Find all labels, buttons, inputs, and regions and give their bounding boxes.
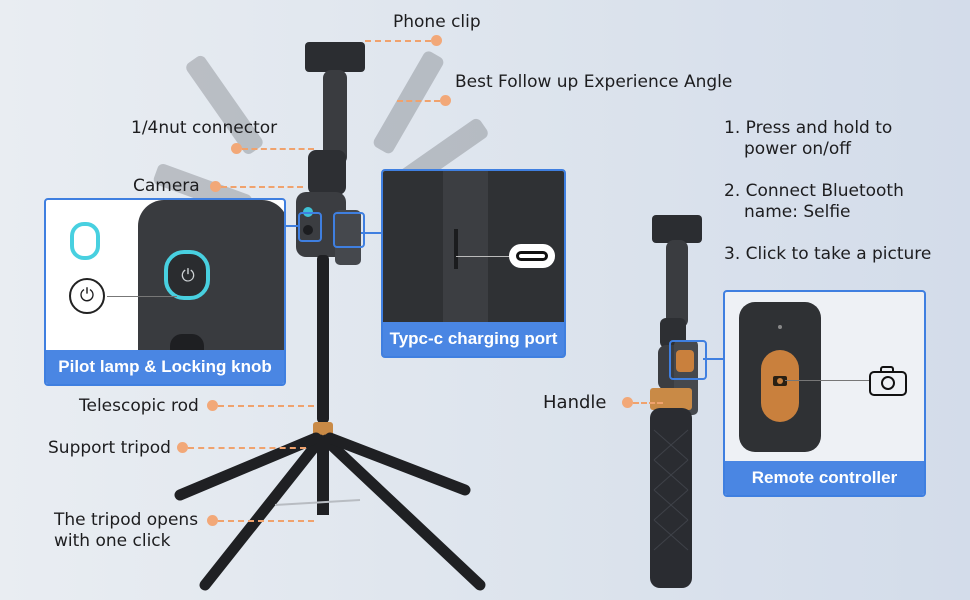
power-icon: ⏻ xyxy=(69,278,105,314)
remote-connector-line xyxy=(703,358,723,360)
instructions: 1. Press and hold to power on/off 2. Con… xyxy=(724,118,931,286)
instruction-step-2: 2. Connect Bluetooth name: Selfie xyxy=(724,181,904,222)
remote-marker xyxy=(669,340,707,380)
leader-dot xyxy=(177,442,188,453)
label-tripod-opens-1: The tripod opens xyxy=(54,510,199,530)
label-tripod-opens-2: with one click xyxy=(54,531,171,551)
instruction-step-1: 1. Press and hold to power on/off xyxy=(724,118,893,159)
leader-follow-angle xyxy=(397,100,440,102)
leader-dot xyxy=(207,400,218,411)
label-telescopic-rod: Telescopic rod xyxy=(79,396,199,416)
leader-dot xyxy=(210,181,221,192)
leader-telescopic-rod xyxy=(218,405,314,407)
power-button-glyph: ⏻ xyxy=(181,266,195,286)
usb-c-port-icon xyxy=(509,244,555,268)
instruction-step-3: 3. Click to take a picture xyxy=(724,244,932,264)
leader-dot xyxy=(231,143,242,154)
camera-icon xyxy=(869,366,907,396)
leader-camera xyxy=(221,186,303,188)
handle-product-illustration xyxy=(650,215,702,588)
leader-dot xyxy=(440,95,451,106)
pilot-lamp-marker xyxy=(298,212,322,242)
inset-remote-caption: Remote controller xyxy=(725,461,924,495)
label-camera: Camera xyxy=(133,176,200,196)
leader-nut-connector xyxy=(242,148,314,150)
label-nut-connector: 1/4nut connector xyxy=(131,118,278,138)
inset-charging-caption: Typc-c charging port xyxy=(383,322,564,356)
inset-pilot-lamp: ⏻ ⏻ Pilot lamp & Locking knob xyxy=(44,198,286,386)
leader-handle xyxy=(633,402,663,404)
pilot-connector-line xyxy=(282,225,298,227)
label-phone-clip: Phone clip xyxy=(393,12,481,32)
charging-port-marker xyxy=(333,212,365,248)
leader-dot xyxy=(622,397,633,408)
label-support-tripod: Support tripod xyxy=(48,438,171,458)
pilot-lamp-icon xyxy=(70,222,100,260)
charging-connector-line xyxy=(361,232,383,234)
inset-remote-controller: Remote controller xyxy=(723,290,926,497)
inset-pilot-caption: Pilot lamp & Locking knob xyxy=(46,350,284,384)
leader-dot xyxy=(207,515,218,526)
label-follow-angle: Best Follow up Experience Angle xyxy=(455,72,733,92)
leader-dot xyxy=(431,35,442,46)
inset-charging-port: Typc-c charging port xyxy=(381,169,566,358)
label-handle: Handle xyxy=(543,392,607,413)
leader-tripod-opens xyxy=(218,520,314,522)
leader-support-tripod xyxy=(188,447,306,449)
leader-phone-clip xyxy=(365,40,431,42)
